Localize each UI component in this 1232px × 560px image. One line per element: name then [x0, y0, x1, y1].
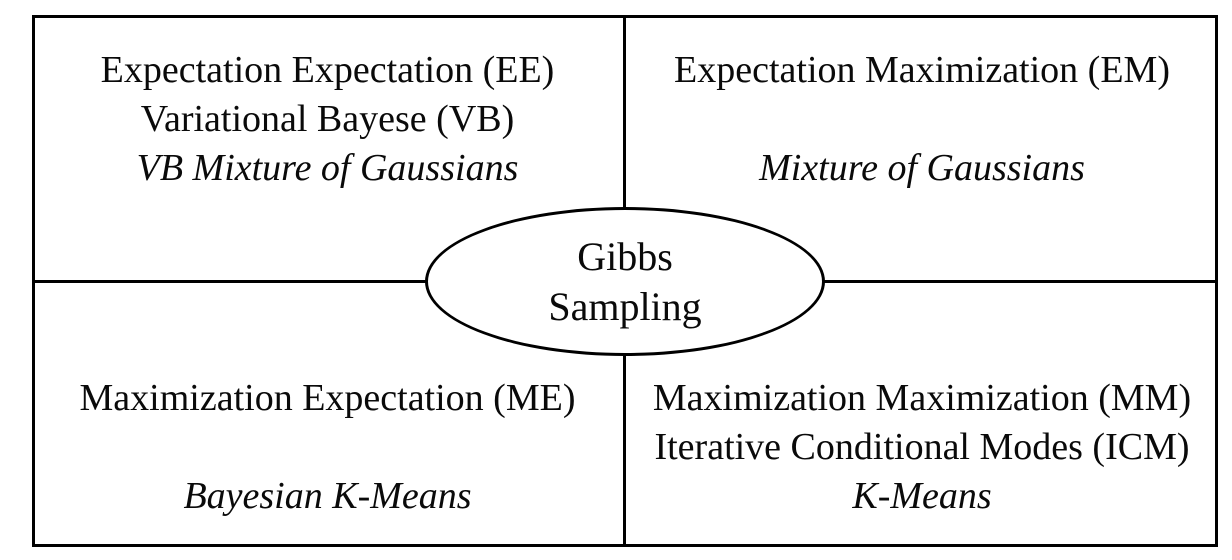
method-name-mm: Maximization Maximization (MM)	[652, 377, 1192, 419]
algorithm-label-mog: Mixture of Gaussians	[759, 147, 1085, 189]
gibbs-sampling-label-line2: Sampling	[548, 283, 702, 329]
algorithm-label-kmeans: K-Means	[852, 475, 992, 517]
spacer-line	[32, 423, 623, 472]
algorithm-label-vb-mog: VB Mixture of Gaussians	[136, 147, 519, 189]
quadrant-bottom-right: Maximization Maximization (MM) Iterative…	[626, 374, 1218, 521]
method-name-me: Maximization Expectation (ME)	[79, 377, 576, 419]
method-name-em: Expectation Maximization (EM)	[674, 49, 1170, 91]
method-name-icm: Iterative Conditional Modes (ICM)	[654, 426, 1190, 468]
quadrant-top-left: Expectation Expectation (EE) Variational…	[32, 46, 623, 193]
quadrant-top-right: Expectation Maximization (EM) Mixture of…	[626, 46, 1218, 193]
quadrant-bottom-left: Maximization Expectation (ME) Bayesian K…	[32, 374, 623, 521]
gibbs-sampling-node: Gibbs Sampling	[425, 207, 825, 356]
gibbs-sampling-label-line1: Gibbs	[577, 233, 673, 279]
method-name-ee: Expectation Expectation (EE)	[100, 49, 555, 91]
algorithm-label-bayesian-kmeans: Bayesian K-Means	[183, 475, 472, 517]
method-name-vb: Variational Bayese (VB)	[140, 98, 515, 140]
spacer-line	[626, 95, 1218, 144]
